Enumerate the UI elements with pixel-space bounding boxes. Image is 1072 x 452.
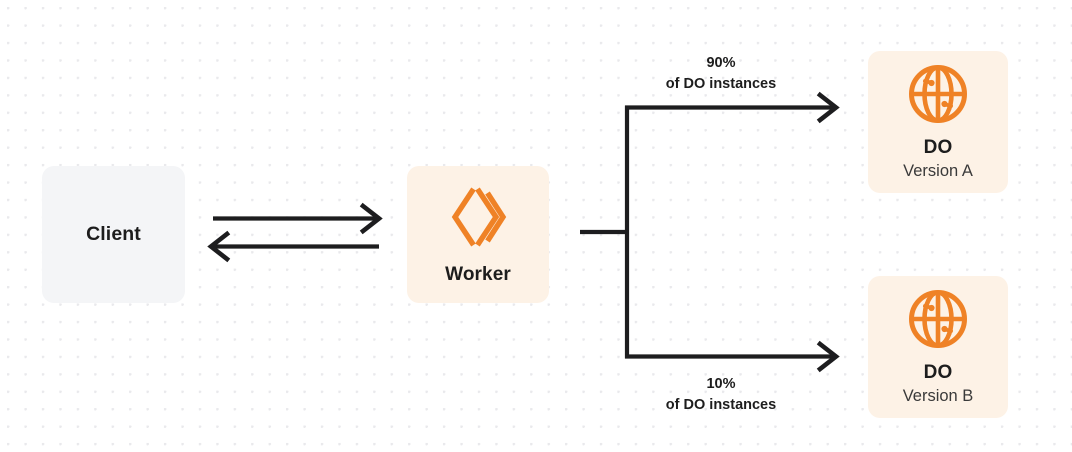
arrow-client-to-worker: [213, 202, 383, 235]
node-worker-label: Worker: [445, 263, 511, 285]
node-worker[interactable]: Worker: [407, 166, 549, 303]
node-do-version-a[interactable]: DO Version A: [868, 51, 1008, 193]
edge-label-do-b: 10% of DO instances: [612, 374, 830, 415]
node-client-label: Client: [86, 223, 141, 246]
arrow-worker-to-do-a: [625, 91, 840, 124]
node-do-a-label: DO: [923, 136, 953, 158]
node-do-b-version: Version B: [902, 386, 974, 405]
edge-label-do-b-percent: 10%: [706, 376, 736, 392]
arrow-worker-to-client: [207, 230, 379, 263]
cloudflare-workers-icon: [447, 184, 509, 250]
durable-object-globe-icon: [907, 63, 969, 125]
edge-label-do-b-detail: of DO instances: [665, 396, 777, 413]
arrow-worker-to-do-b: [625, 340, 840, 373]
edge-label-do-a-percent: 90%: [706, 55, 736, 71]
edge-label-do-a-detail: of DO instances: [665, 75, 777, 92]
edge-label-do-a: 90% of DO instances: [612, 53, 830, 94]
node-client[interactable]: Client: [42, 166, 185, 303]
durable-object-globe-icon: [907, 288, 969, 350]
node-do-b-label: DO: [923, 361, 953, 383]
node-do-a-version: Version A: [903, 161, 973, 180]
connector-worker-split: [580, 105, 630, 359]
node-do-version-b[interactable]: DO Version B: [868, 276, 1008, 418]
